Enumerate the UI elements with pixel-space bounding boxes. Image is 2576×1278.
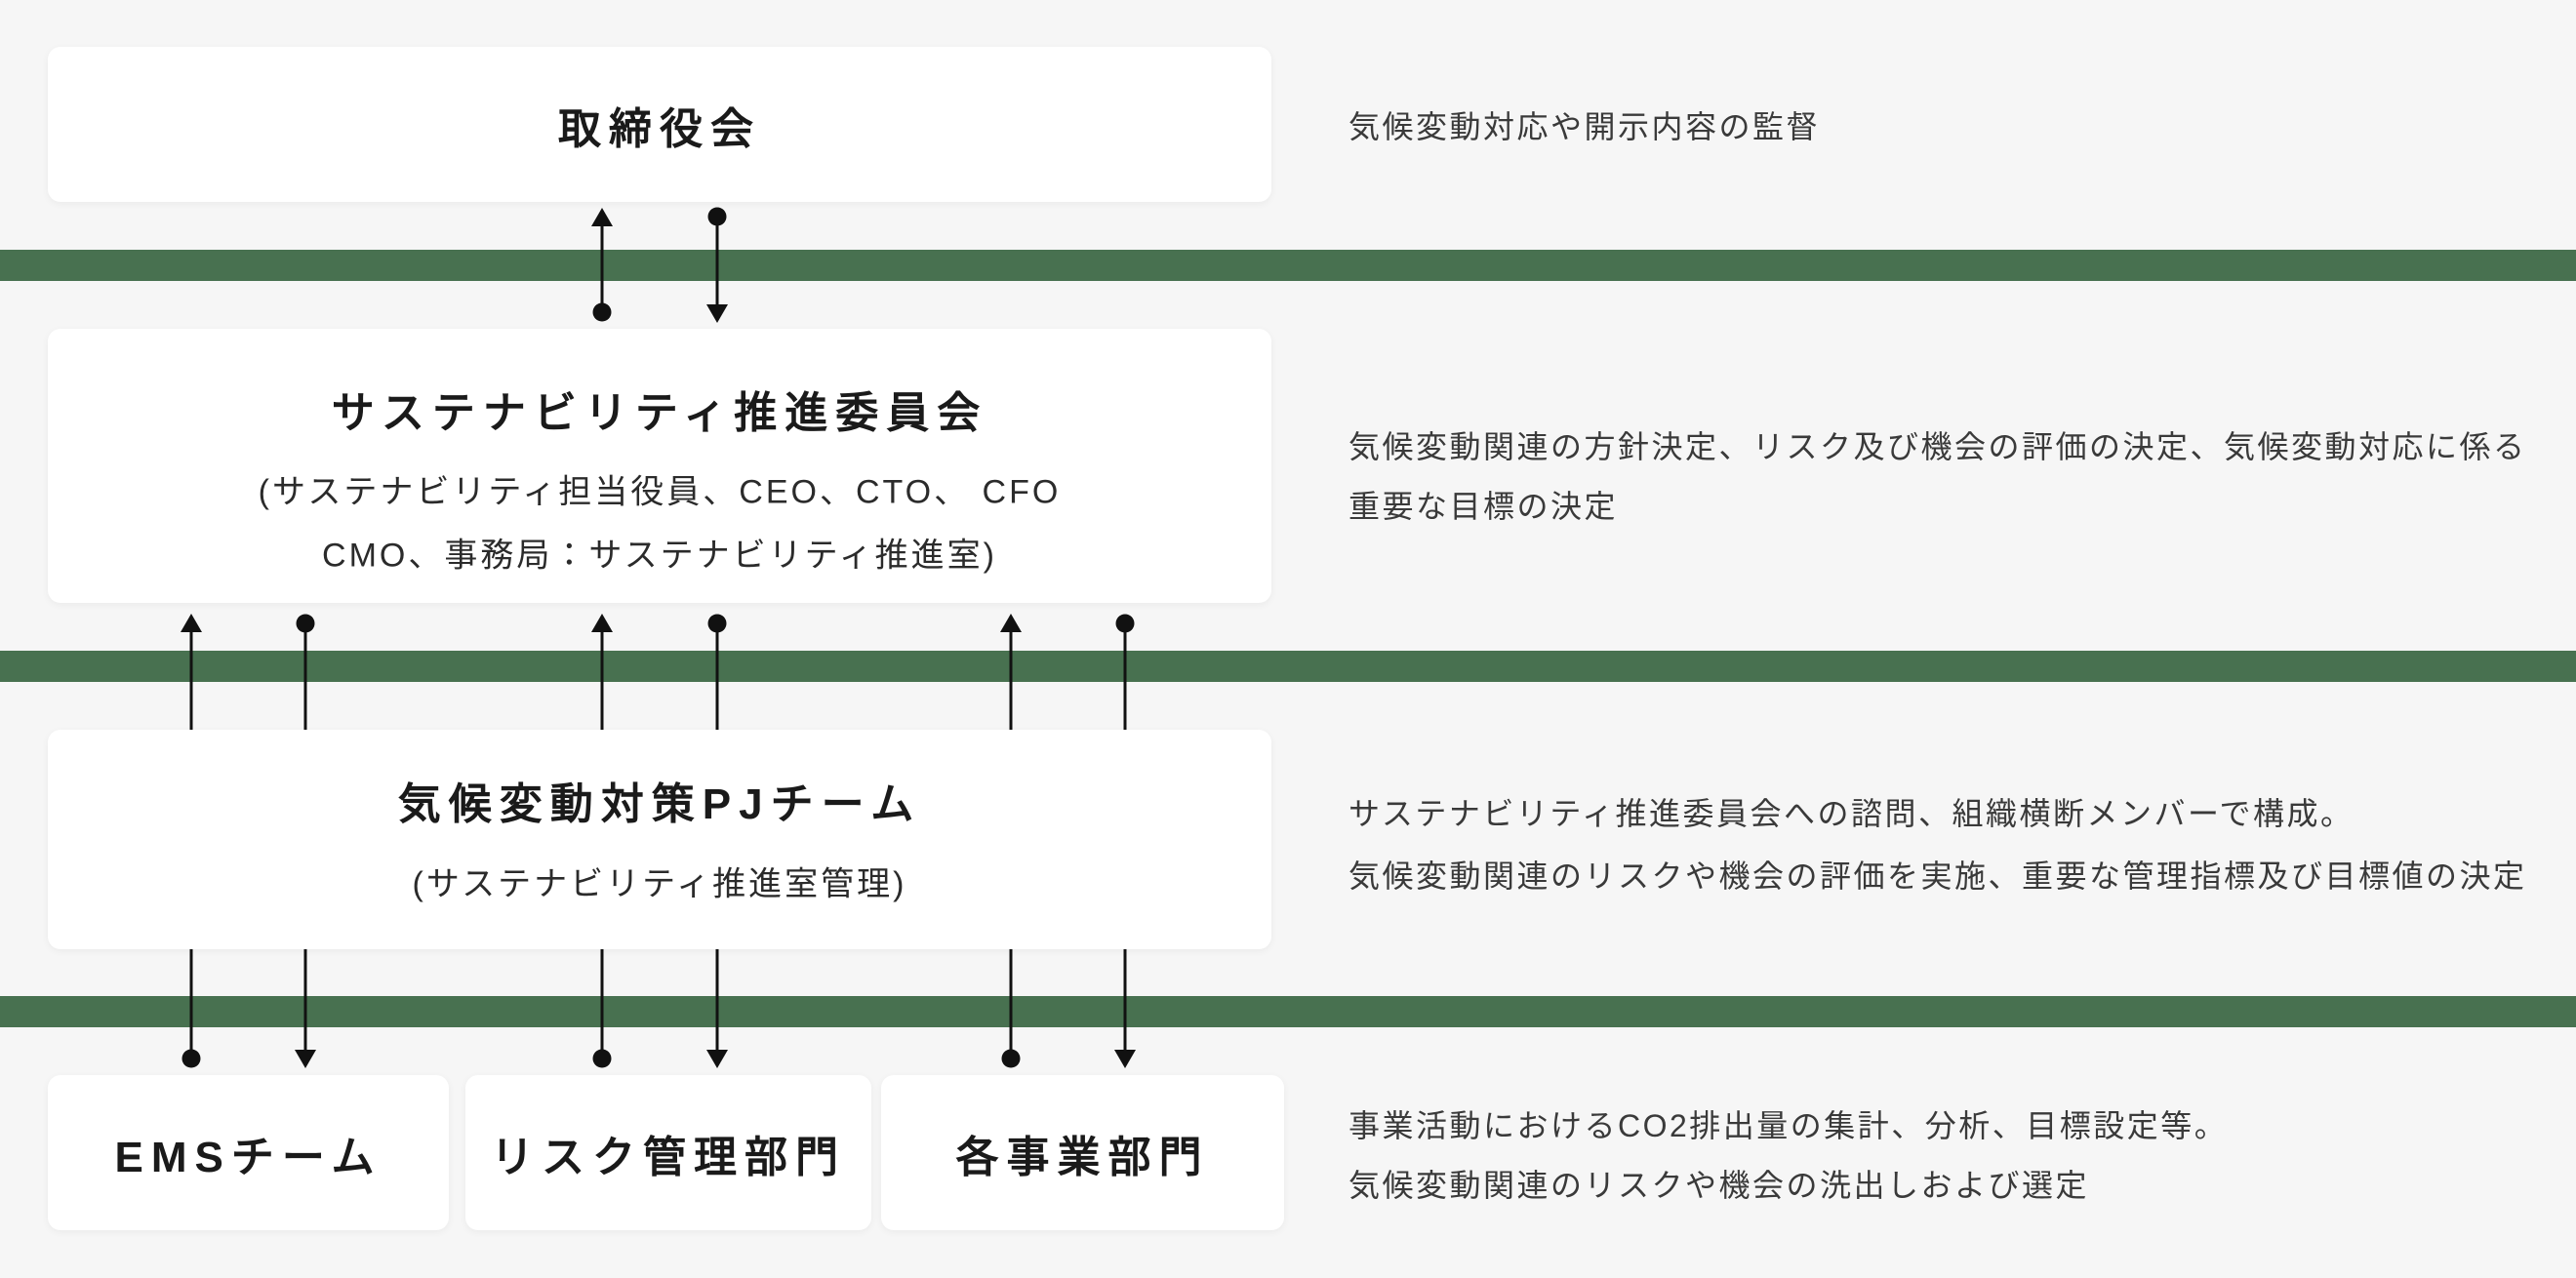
operational-units-description-line2: 気候変動関連のリスクや機会の洗出しおよび選定 bbox=[1348, 1168, 2090, 1203]
arrowhead-down-icon bbox=[706, 1050, 728, 1068]
arrow-dot-icon bbox=[1001, 1049, 1021, 1068]
operational-units-description-line1: 事業活動におけるCO2排出量の集計、分析、目標設定等。 bbox=[1348, 1108, 2229, 1143]
sustainability-committee-box: サステナビリティ推進委員会 (サステナビリティ担当役員、CEO、CTO、 CFO… bbox=[48, 329, 1271, 603]
sustainability-committee-description-line2: 重要な目標の決定 bbox=[1348, 489, 1619, 524]
risk-management-box: リスク管理部門 bbox=[465, 1075, 871, 1230]
sustainability-committee-subtitle-line1: (サステナビリティ担当役員、CEO、CTO、 CFO bbox=[258, 473, 1062, 511]
ems-team-box: EMSチーム bbox=[48, 1075, 449, 1230]
arrow-dot-icon bbox=[592, 302, 612, 322]
divider-bar-1 bbox=[0, 250, 2576, 281]
arrowhead-up-icon bbox=[591, 614, 613, 632]
board-description: 気候変動対応や開示内容の監督 bbox=[1348, 109, 1821, 144]
arrowhead-down-icon bbox=[1114, 1050, 1136, 1068]
climate-pj-team-description-line1: サステナビリティ推進委員会への諮問、組織横断メンバーで構成。 bbox=[1348, 796, 2355, 831]
board-title: 取締役会 bbox=[558, 104, 761, 153]
risk-management-title: リスク管理部門 bbox=[491, 1133, 846, 1181]
climate-pj-team-subtitle: (サステナビリティ推進室管理) bbox=[412, 865, 907, 903]
arrow-dot-icon bbox=[181, 1049, 201, 1068]
arrow-dot-icon bbox=[592, 1049, 612, 1068]
arrowhead-up-icon bbox=[1000, 614, 1022, 632]
arrowhead-up-icon bbox=[181, 614, 202, 632]
sustainability-committee-description-line1: 気候変動関連の方針決定、リスク及び機会の評価の決定、気候変動対応に係る bbox=[1348, 429, 2527, 464]
arrowhead-down-icon bbox=[706, 304, 728, 323]
business-divisions-box: 各事業部門 bbox=[881, 1075, 1284, 1230]
divider-bar-2 bbox=[0, 651, 2576, 682]
divider-bar-3 bbox=[0, 996, 2576, 1027]
sustainability-committee-title: サステナビリティ推進委員会 bbox=[331, 389, 988, 437]
climate-pj-team-title: 気候変動対策PJチーム bbox=[397, 780, 922, 828]
sustainability-committee-subtitle-line2: CMO、事務局：サステナビリティ推進室) bbox=[322, 537, 997, 575]
ems-team-title: EMSチーム bbox=[114, 1133, 382, 1181]
arrowhead-down-icon bbox=[295, 1050, 316, 1068]
climate-pj-team-description-line2: 気候変動関連のリスクや機会の評価を実施、重要な管理指標及び目標値の決定 bbox=[1348, 859, 2527, 894]
business-divisions-title: 各事業部門 bbox=[955, 1133, 1210, 1181]
board-box: 取締役会 bbox=[48, 47, 1271, 202]
arrowhead-up-icon bbox=[591, 208, 613, 226]
climate-pj-team-box: 気候変動対策PJチーム (サステナビリティ推進室管理) bbox=[48, 730, 1271, 949]
arrow-up-line bbox=[600, 222, 604, 312]
arrow-down-line bbox=[715, 217, 719, 304]
